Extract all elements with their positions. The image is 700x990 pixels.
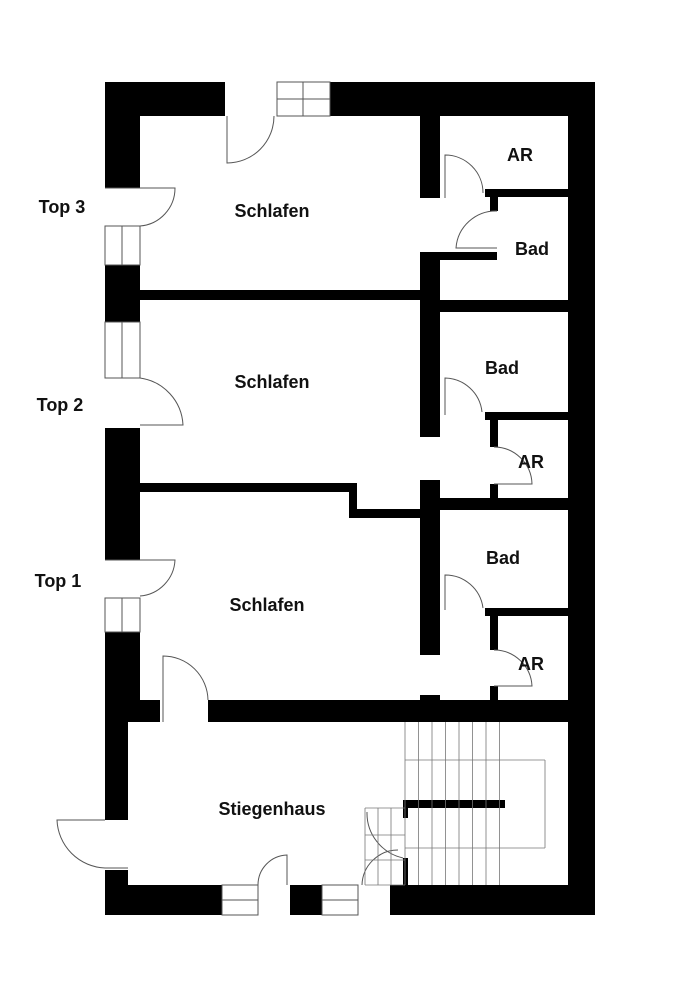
- unit-label-top3: Top 3: [39, 197, 86, 217]
- room-label-schlafen-top1: Schlafen: [229, 595, 304, 615]
- wall: [485, 608, 568, 616]
- wall: [330, 82, 595, 116]
- wall: [490, 686, 498, 700]
- door-swing[interactable]: [366, 811, 404, 859]
- wall: [568, 82, 595, 915]
- door-swing[interactable]: [493, 649, 533, 687]
- room-label-schlafen-top2: Schlafen: [234, 372, 309, 392]
- wall: [420, 116, 440, 198]
- wall: [420, 480, 440, 655]
- wall: [485, 189, 568, 197]
- outer-walls: [105, 82, 595, 915]
- room-label-bad-top1: Bad: [486, 548, 520, 568]
- room-label-ar-top1: AR: [518, 654, 544, 674]
- door-swing[interactable]: [444, 377, 483, 415]
- wall: [490, 197, 498, 211]
- staircase: [364, 722, 546, 886]
- wall: [128, 700, 160, 722]
- wall: [105, 428, 140, 560]
- wall: [290, 885, 322, 915]
- wall: [105, 265, 140, 322]
- wall: [105, 885, 222, 915]
- wall: [420, 252, 497, 260]
- wall: [420, 695, 440, 703]
- wall: [208, 700, 595, 722]
- windows: [104, 81, 359, 916]
- door-swing[interactable]: [226, 115, 275, 164]
- wall: [440, 300, 568, 312]
- wall: [420, 252, 440, 437]
- wall: [490, 616, 498, 650]
- unit-label-top1: Top 1: [35, 571, 82, 591]
- wall: [349, 509, 420, 518]
- room-label-stiegenhaus: Stiegenhaus: [218, 799, 325, 819]
- door-swing[interactable]: [257, 854, 288, 886]
- room-label-schlafen-top3: Schlafen: [234, 201, 309, 221]
- door-swing[interactable]: [162, 655, 209, 722]
- door-swing[interactable]: [105, 187, 176, 227]
- wall: [490, 420, 498, 447]
- room-label-ar-top2: AR: [518, 452, 544, 472]
- room-label-bad-top2: Bad: [485, 358, 519, 378]
- wall: [440, 498, 568, 510]
- wall: [140, 290, 420, 300]
- door-swing[interactable]: [361, 849, 399, 886]
- wall: [349, 483, 357, 518]
- door-swing[interactable]: [455, 210, 498, 249]
- unit-label-top2: Top 2: [37, 395, 84, 415]
- door-swing[interactable]: [105, 377, 184, 426]
- wall: [390, 885, 595, 915]
- wall: [403, 858, 408, 885]
- wall: [490, 484, 498, 498]
- door-swing[interactable]: [444, 154, 484, 198]
- door-swing[interactable]: [493, 446, 533, 485]
- door-swing[interactable]: [105, 559, 176, 597]
- door-swing[interactable]: [56, 819, 128, 869]
- interior-walls: [128, 116, 595, 885]
- doors: [56, 115, 533, 886]
- stair-core-wall: [405, 800, 505, 808]
- room-label-ar-top3: AR: [507, 145, 533, 165]
- wall: [485, 412, 568, 420]
- door-swing[interactable]: [444, 574, 484, 610]
- wall: [105, 700, 128, 820]
- room-label-bad-top3: Bad: [515, 239, 549, 259]
- wall: [403, 800, 408, 818]
- wall: [140, 483, 357, 492]
- wall: [105, 82, 140, 188]
